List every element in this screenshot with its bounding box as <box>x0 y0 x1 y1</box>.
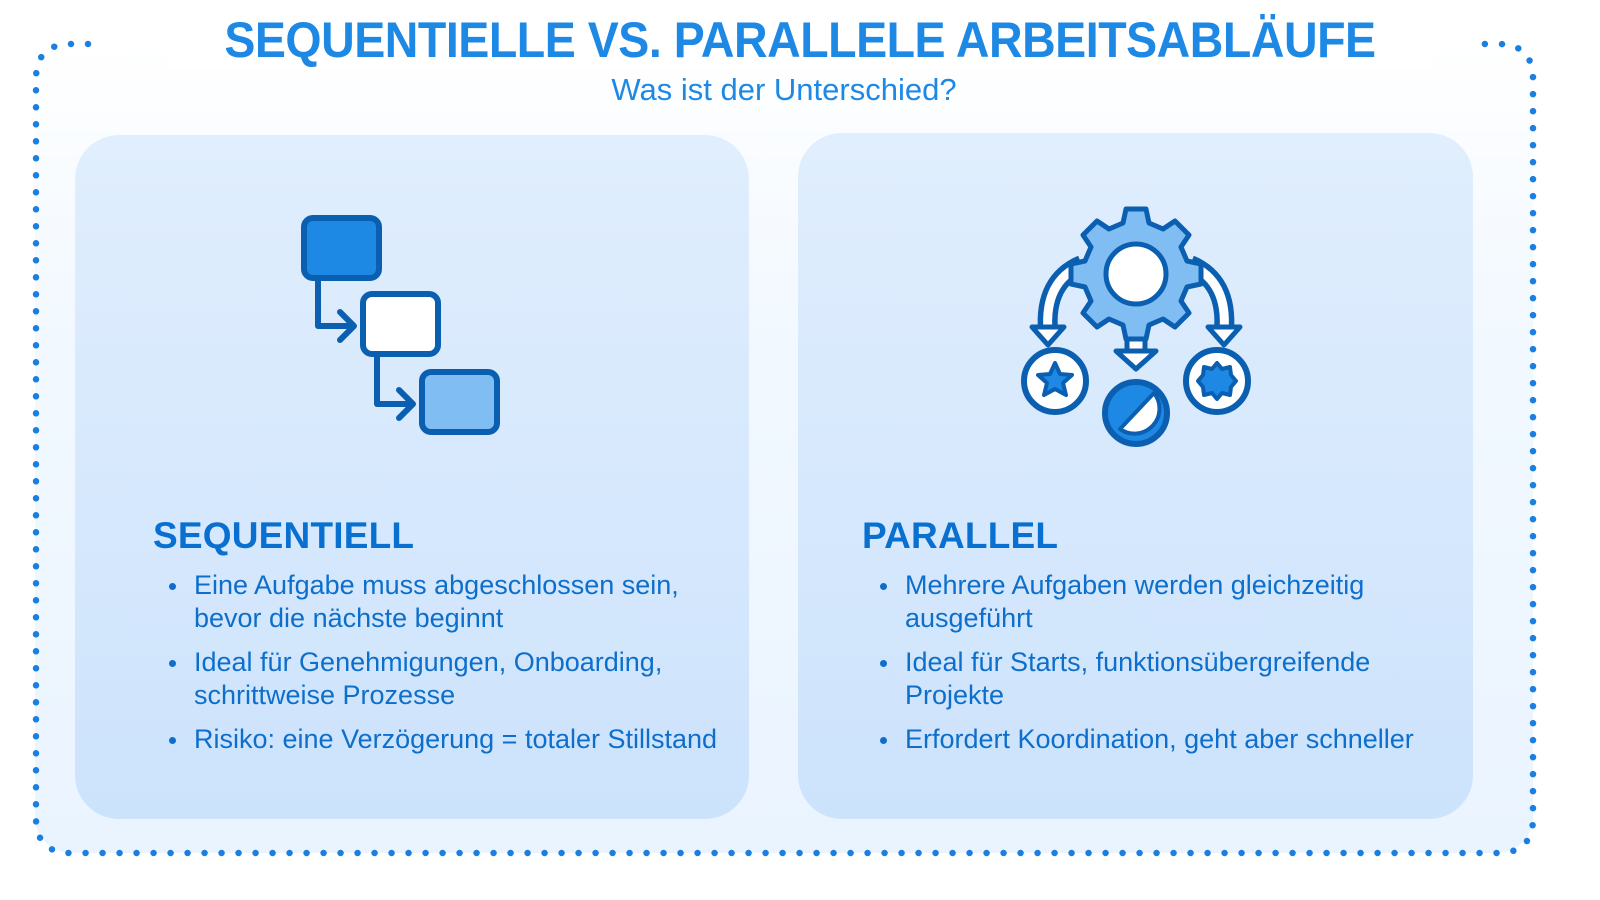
card-heading-sequential: SEQUENTIELL <box>153 515 415 556</box>
title-container: SEQUENTIELLE VS. PARALLELE ARBEITSABLÄUF… <box>100 8 1500 72</box>
card-sequential: SEQUENTIELL Eine Aufgabe muss abgeschlos… <box>75 135 749 819</box>
bullet-dot-icon <box>169 660 176 667</box>
list-item: Erfordert Koordination, geht aber schnel… <box>874 723 1454 756</box>
bullet-text: Ideal für Genehmigungen, Onboarding, sch… <box>194 647 663 710</box>
list-item: Ideal für Genehmigungen, Onboarding, sch… <box>163 646 723 712</box>
bullet-list-parallel: Mehrere Aufgaben werden gleichzeitig aus… <box>874 569 1454 767</box>
bullet-dot-icon <box>880 583 887 590</box>
list-item: Ideal für Starts, funktionsübergreifende… <box>874 646 1454 712</box>
bullet-text: Erfordert Koordination, geht aber schnel… <box>905 724 1414 754</box>
gear-distribution-icon <box>1021 206 1251 447</box>
bullet-text: Risiko: eine Verzögerung = totaler Still… <box>194 724 718 754</box>
sequential-flow-icon <box>301 215 500 435</box>
bullet-dot-icon <box>169 737 176 744</box>
bullet-text: Mehrere Aufgaben werden gleichzeitig aus… <box>905 570 1365 633</box>
title-background: SEQUENTIELLE VS. PARALLELE ARBEITSABLÄUF… <box>167 11 1433 69</box>
half-circle-badge-icon <box>1102 379 1170 447</box>
star-badge-icon <box>1021 347 1089 415</box>
bullet-dot-icon <box>169 583 176 590</box>
card-heading-parallel: PARALLEL <box>862 515 1059 556</box>
gear-icon <box>1068 206 1204 342</box>
badge-seal-icon <box>1183 347 1251 415</box>
bullet-text: Eine Aufgabe muss abgeschlossen sein, be… <box>194 570 679 633</box>
bullet-list-sequential: Eine Aufgabe muss abgeschlossen sein, be… <box>163 569 723 767</box>
list-item: Risiko: eine Verzögerung = totaler Still… <box>163 723 723 756</box>
page-title: SEQUENTIELLE VS. PARALLELE ARBEITSABLÄUF… <box>224 12 1376 68</box>
page-subtitle: Was ist der Unterschied? <box>611 72 957 107</box>
bullet-dot-icon <box>880 737 887 744</box>
card-parallel: PARALLEL Mehrere Aufgaben werden gleichz… <box>798 133 1473 819</box>
bullet-text: Ideal für Starts, funktionsübergreifende… <box>905 647 1371 710</box>
list-item: Eine Aufgabe muss abgeschlossen sein, be… <box>163 569 723 635</box>
list-item: Mehrere Aufgaben werden gleichzeitig aus… <box>874 569 1454 635</box>
bullet-dot-icon <box>880 660 887 667</box>
